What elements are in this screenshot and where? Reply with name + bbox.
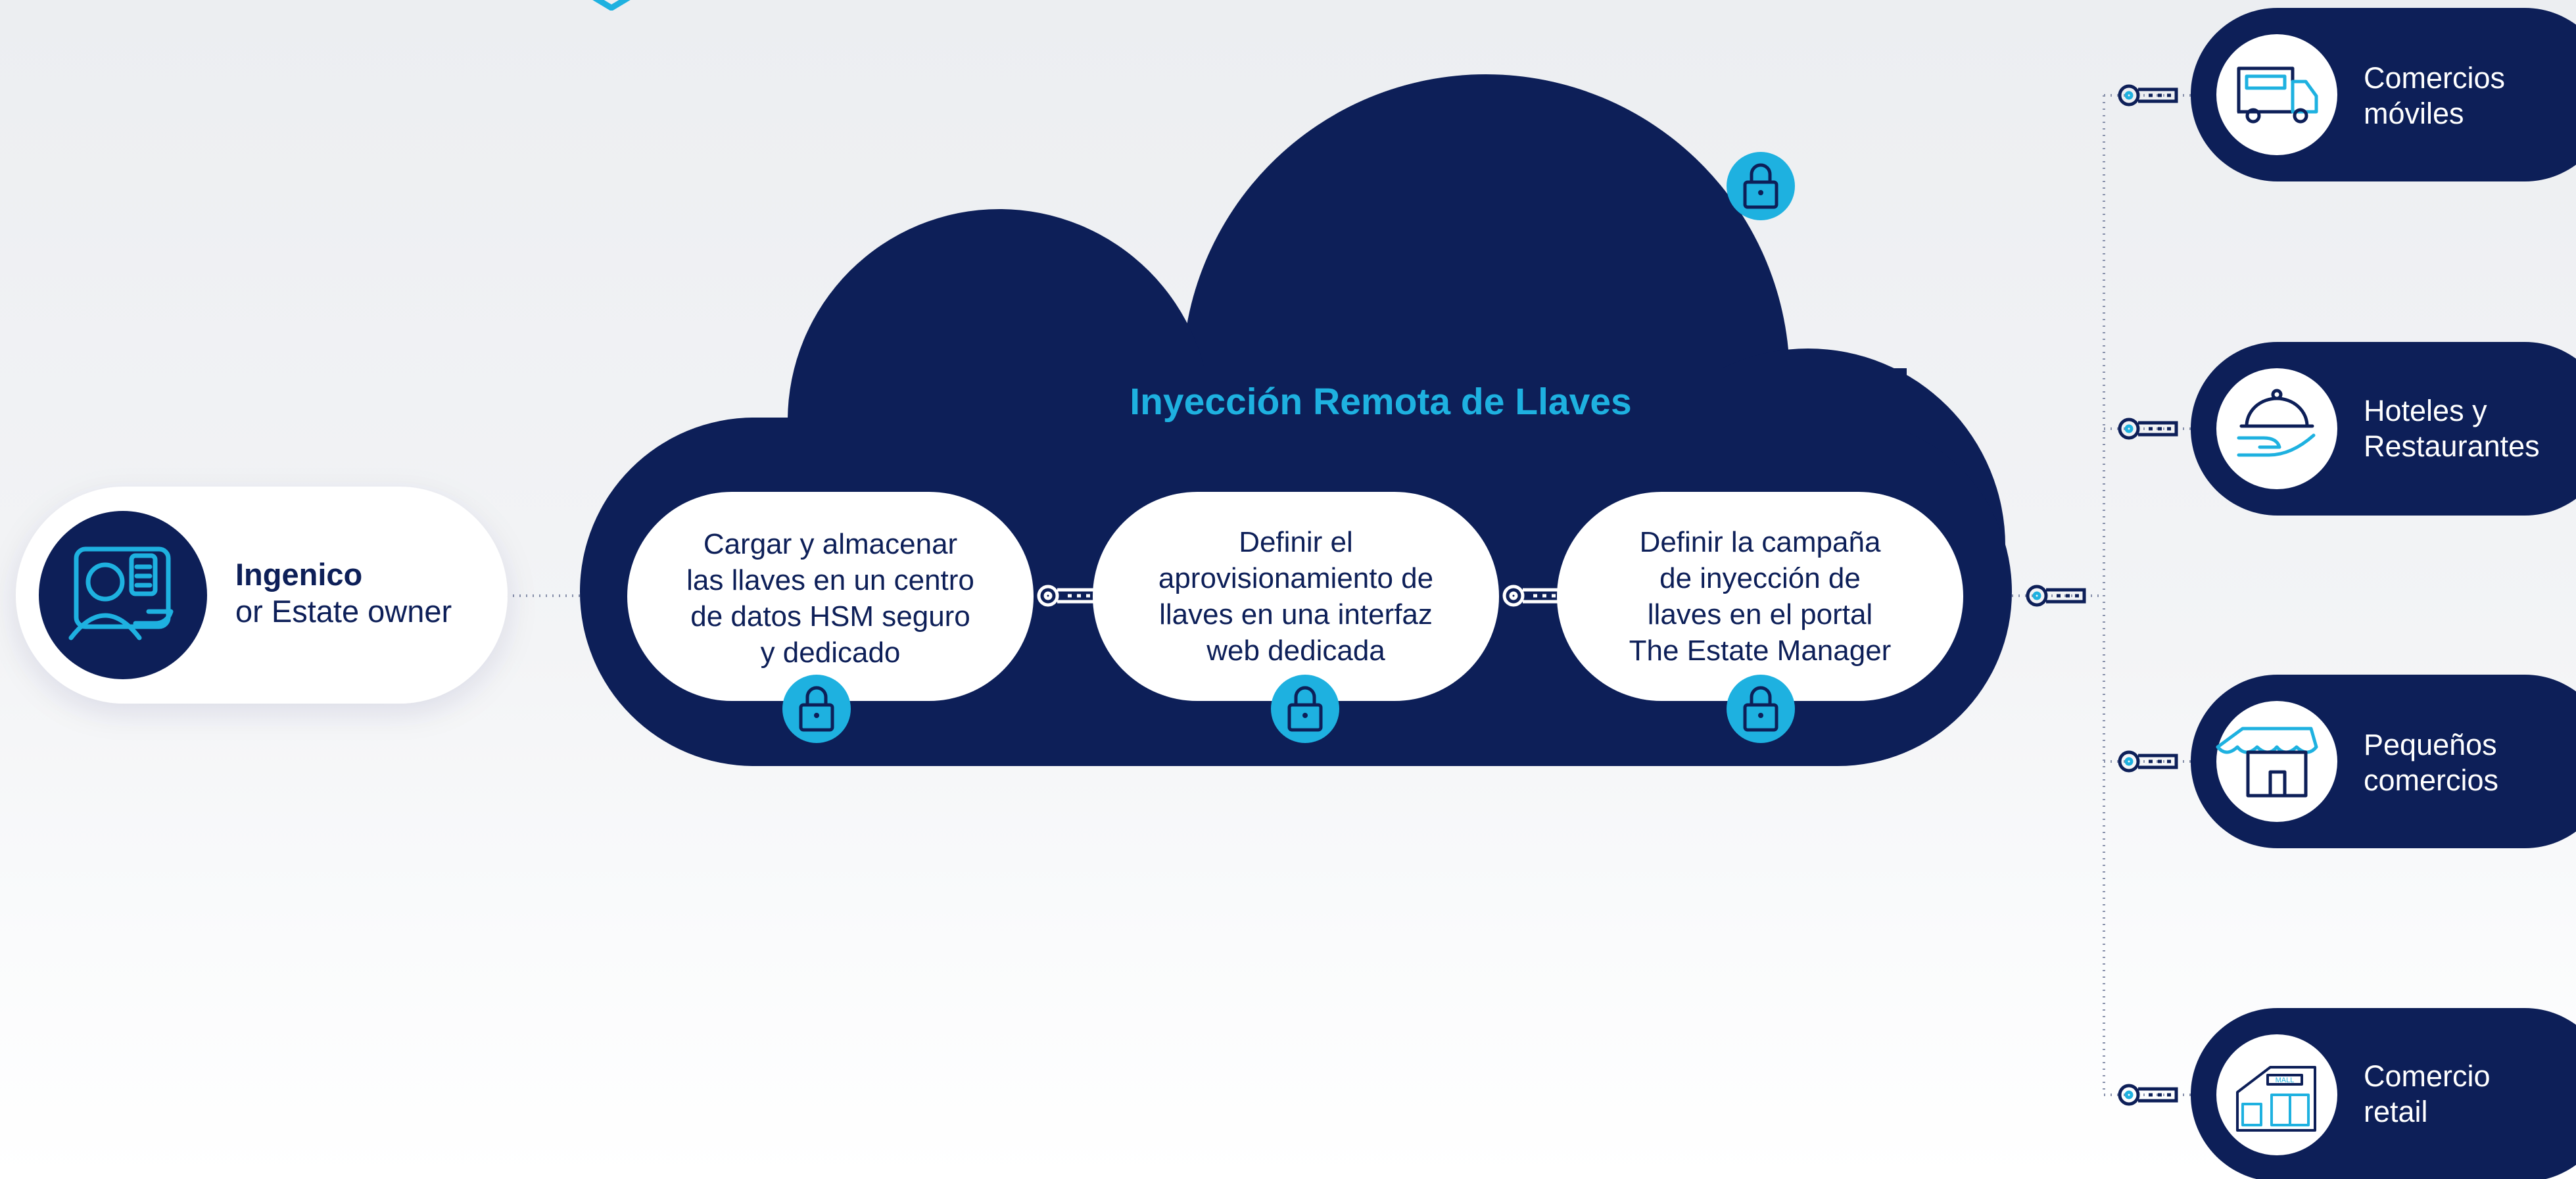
- key-icon: [2026, 585, 2086, 607]
- key-icon: [2118, 1084, 2178, 1106]
- padlock-icon: [1727, 675, 1795, 743]
- cloud-title: Inyección Remota de Llaves: [1130, 381, 1632, 423]
- key-icon: [2118, 84, 2178, 107]
- segment-pills: [2191, 8, 2576, 1179]
- owner-title: Ingenico: [235, 557, 363, 592]
- segment-label-hotels: Hoteles y Restaurantes: [2364, 394, 2540, 463]
- cloud-step-pills: [627, 492, 1963, 701]
- segment-label-mobile: Comercios móviles: [2364, 61, 2506, 130]
- mall-sign-lettering: MALL: [2276, 1076, 2295, 1084]
- step-card-3: [1557, 492, 1963, 701]
- key-icon: [1502, 585, 1563, 607]
- padlock-icon: [782, 675, 851, 743]
- owner-icon-disc: [39, 511, 207, 679]
- segment-label-retail: Comercio retail: [2364, 1059, 2491, 1128]
- segment-icon-discs: [2216, 34, 2337, 1155]
- padlock-icon: [1727, 152, 1795, 220]
- cropped-heading-fragment: [592, 0, 631, 11]
- cloche-hand-icon: [2237, 389, 2316, 457]
- food-truck-icon: [2237, 66, 2318, 124]
- step-2-text: Definir el aprovisionamiento de llaves e…: [1158, 526, 1434, 667]
- step-1-text: Cargar y almacenar las llaves en un cent…: [686, 528, 974, 669]
- storefront-icon: [2216, 727, 2318, 798]
- padlock-badges: [782, 152, 1795, 743]
- key-icon: [1037, 585, 1097, 607]
- step-3-text: Definir la campaña de inyección de llave…: [1629, 526, 1892, 667]
- step-card-2: [1093, 492, 1499, 701]
- mall-building-icon: MALL: [2236, 1066, 2316, 1132]
- padlock-icon: [1271, 675, 1339, 743]
- step-card-1: [627, 492, 1034, 701]
- terminal-user-icon: [68, 546, 174, 640]
- owner-subtitle: or Estate owner: [235, 594, 452, 629]
- key-icon: [2118, 750, 2178, 773]
- key-icon: [2118, 418, 2178, 440]
- segment-label-small-shops: Pequeños comercios: [2364, 728, 2499, 797]
